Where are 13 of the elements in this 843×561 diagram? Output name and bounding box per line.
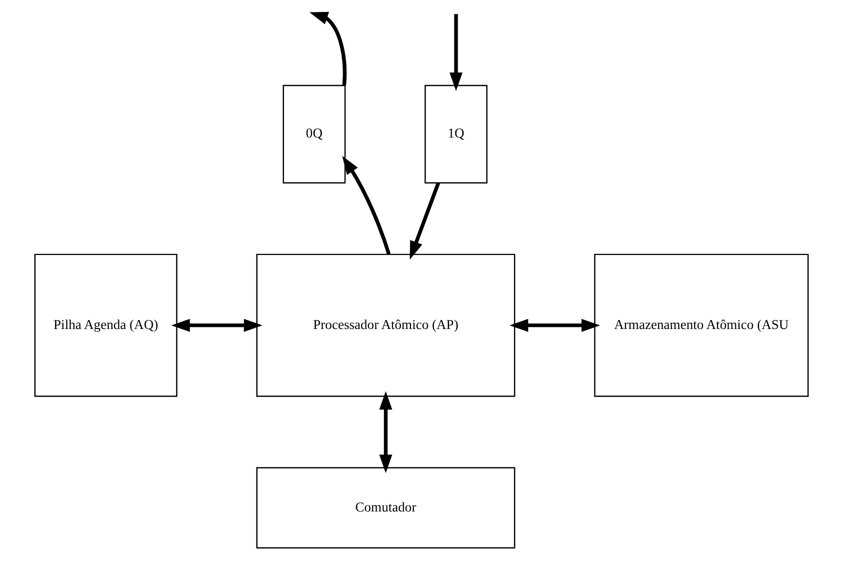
node-box: Comutador — [256, 467, 516, 549]
arrow — [410, 182, 440, 260]
arrow — [171, 318, 262, 332]
node-box: Armazenamento Atômico (ASU — [594, 254, 809, 397]
arrow — [510, 318, 600, 332]
node-box: 0Q — [282, 84, 346, 184]
arrow — [379, 391, 392, 474]
arrow — [309, 12, 347, 86]
node-box: 1Q — [424, 84, 488, 184]
node-box: Processador Atômico (AP) — [256, 254, 516, 397]
arrow — [342, 156, 391, 255]
node-box: Pilha Agenda (AQ) — [34, 254, 178, 397]
arrow — [450, 14, 463, 92]
